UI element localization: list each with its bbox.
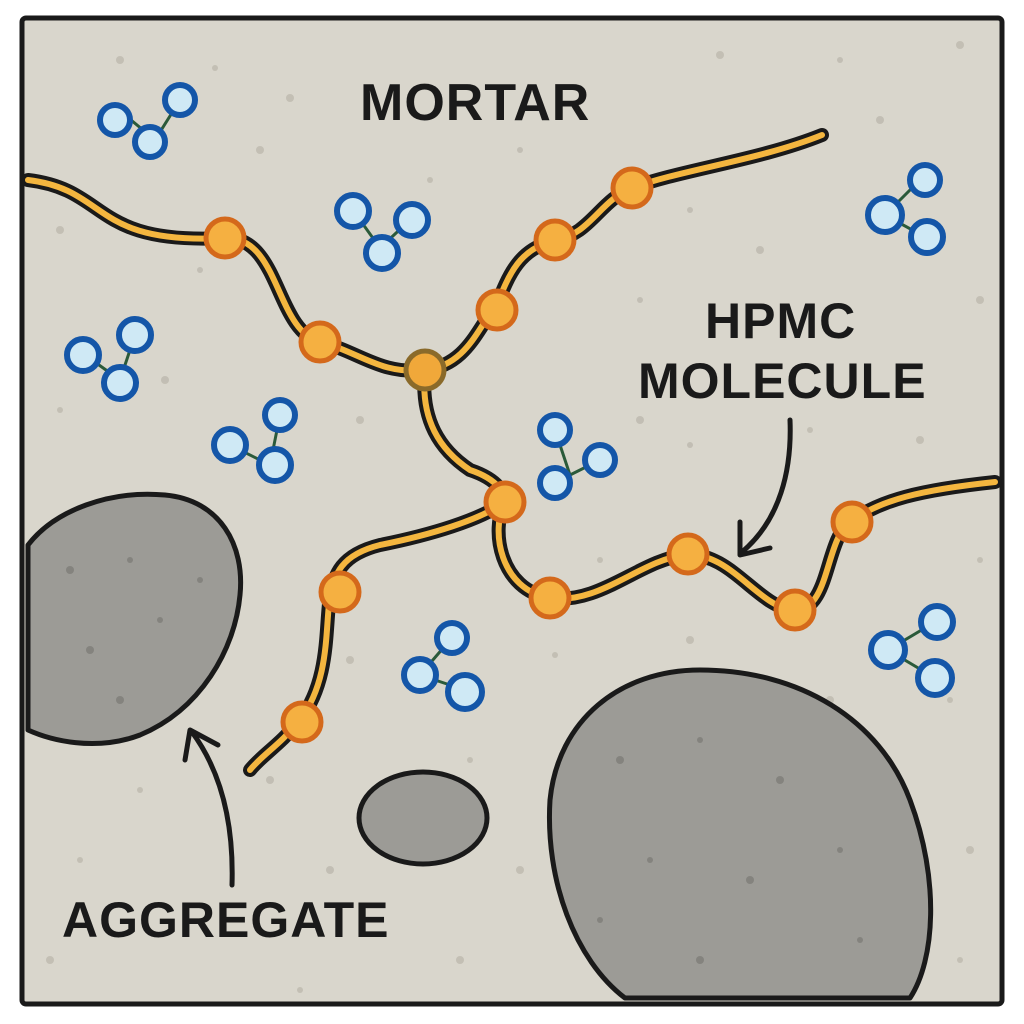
hpmc-node-icon xyxy=(773,588,817,632)
hpmc-node-icon xyxy=(528,576,572,620)
hpmc-node-icon xyxy=(203,216,247,260)
water-molecule-icon xyxy=(97,82,198,160)
hpmc-label-line2: MOLECULE xyxy=(638,353,927,409)
water-molecule-icon xyxy=(211,397,298,484)
water-molecule-icon xyxy=(334,192,431,272)
water-molecules xyxy=(64,82,956,712)
hpmc-node-icon xyxy=(830,500,874,544)
water-molecule-icon xyxy=(401,620,485,712)
hpmc-nodes xyxy=(203,166,874,744)
hpmc-node-icon xyxy=(483,480,527,524)
aggregate-large-left xyxy=(25,491,244,747)
hpmc-arrow xyxy=(737,417,793,558)
hpmc-label-line1: HPMC xyxy=(705,293,856,349)
water-molecule-icon xyxy=(537,412,618,501)
aggregate-small xyxy=(356,769,490,867)
hpmc-node-icon xyxy=(475,288,519,332)
water-molecule-icon xyxy=(865,162,946,256)
arrows xyxy=(182,417,793,888)
hpmc-node-icon xyxy=(318,570,362,614)
water-molecule-icon xyxy=(868,603,956,698)
aggregate-label: AGGREGATE xyxy=(62,892,390,948)
hpmc-node-icon xyxy=(280,700,324,744)
hpmc-node-icon xyxy=(403,348,447,392)
aggregate-arrow xyxy=(182,727,235,888)
hpmc-node-icon xyxy=(533,218,577,262)
hpmc-node-icon xyxy=(610,166,654,210)
mortar-label: MORTAR xyxy=(360,74,590,132)
hpmc-node-icon xyxy=(298,320,342,364)
water-molecule-icon xyxy=(64,316,154,402)
hpmc-node-icon xyxy=(666,532,710,576)
aggregate-large-right xyxy=(546,667,934,1001)
